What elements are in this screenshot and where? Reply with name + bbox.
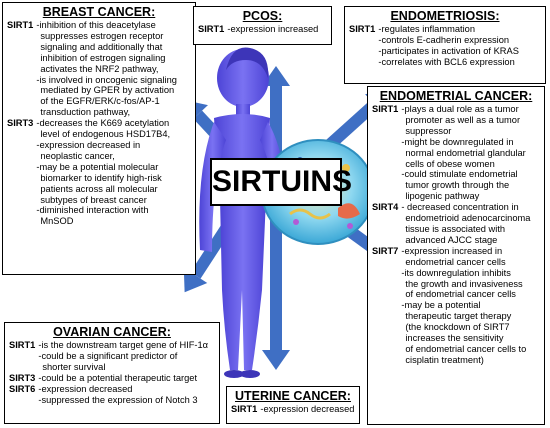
finding-text: -might be downregulated in <box>401 136 514 147</box>
sirtuin-label: SIRT1 <box>198 24 225 34</box>
sirtuin-label: SIRT4 <box>372 202 399 213</box>
finding-text: the growth and invasiveness <box>405 278 523 289</box>
sirtuin-entry: SIRT6-expression decreased-suppressed th… <box>9 384 215 406</box>
finding-text: -regulates inflammation <box>378 24 475 34</box>
finding-text: tumor growth through the <box>405 180 510 191</box>
finding-text: -is the downstream target gene of HIF-1α <box>38 340 209 350</box>
finding-text: neoplastic cancer, <box>40 150 115 161</box>
sirtuin-label: SIRT7 <box>372 245 399 256</box>
sirtuin-entry: SIRT1-regulates inflammation-controls E-… <box>349 24 541 68</box>
finding-text: -expression increased <box>227 24 319 34</box>
finding-text: -correlates with BCL6 expression <box>378 56 515 67</box>
sirtuin-label: SIRT6 <box>9 383 36 394</box>
pcos-title: PCOS: <box>242 9 283 23</box>
sirtuin-label: SIRT1 <box>349 24 376 34</box>
finding-text: -diminished interaction with <box>36 205 149 216</box>
finding-text: mediated by GPER by activation <box>40 85 175 96</box>
sirtuin-label: SIRT3 <box>7 118 34 129</box>
ovarian-cancer-title: OVARIAN CANCER: <box>53 325 171 339</box>
sirtuin-label: SIRT3 <box>9 372 36 383</box>
finding-text: tissue is associated with <box>405 223 506 234</box>
finding-text: -inhibition of this deacetylase <box>36 20 156 30</box>
finding-text: -decreases the K669 acetylation <box>36 118 170 129</box>
finding-text: patients across all molecular <box>40 183 158 194</box>
sirtuin-label: SIRT1 <box>231 404 258 414</box>
finding-text: -could be a potential therapeutic target <box>38 372 198 383</box>
sirtuin-label: SIRT1 <box>9 340 36 350</box>
finding-text: normal endometrial glandular <box>405 147 526 158</box>
finding-text: endometrial cancer cells <box>405 256 506 267</box>
finding-text: therapeutic target therapy <box>405 311 512 322</box>
finding-text: suppresses estrogen receptor <box>40 30 164 41</box>
finding-text: -expression decreased <box>38 383 133 394</box>
finding-text: endometrioid adenocarcinoma <box>405 213 531 224</box>
finding-text: transduction pathway, <box>40 107 131 118</box>
endometriosis-title: ENDOMETRIOSIS: <box>390 9 500 23</box>
endometrial-cancer-panel: ENDOMETRIAL CANCER:SIRT1-plays a dual ro… <box>367 86 545 425</box>
sirtuin-label: SIRT1 <box>372 104 399 114</box>
finding-text: -may be a potential molecular <box>36 161 159 172</box>
sirtuin-entry: SIRT1-expression decreased <box>231 404 355 415</box>
finding-text: signaling and additionally that <box>40 41 163 52</box>
finding-text: cells of obese women <box>405 158 495 169</box>
sirtuin-label: SIRT1 <box>7 20 34 30</box>
sirtuin-entry: SIRT1-is the downstream target gene of H… <box>9 340 215 373</box>
finding-text: (the knockdown of SIRT7 <box>405 322 510 333</box>
finding-text: -could be a significant predictor of <box>38 350 178 361</box>
finding-text: -expression decreased in <box>36 139 141 150</box>
finding-text: - decreased concentration in <box>401 202 519 213</box>
finding-text: increases the sensitivity <box>405 333 504 344</box>
finding-text: -controls E-cadherin expression <box>378 34 510 45</box>
breast-cancer-title: BREAST CANCER: <box>42 5 156 19</box>
finding-text: -could stimulate endometrial <box>401 169 518 180</box>
finding-text: level of endogenous HSD17B4, <box>40 129 171 140</box>
breast-cancer-panel: BREAST CANCER:SIRT1-inhibition of this d… <box>2 2 196 275</box>
finding-text: subtypes of breast cancer <box>40 194 147 205</box>
finding-text: of the EGFR/ERK/c-fos/AP-1 <box>40 96 160 107</box>
finding-text: MnSOD <box>40 216 74 227</box>
endometriosis-panel: ENDOMETRIOSIS:SIRT1-regulates inflammati… <box>344 6 546 84</box>
finding-text: of endometrial cancer cells <box>405 289 516 300</box>
finding-text: -plays a dual role as a tumor <box>401 104 519 114</box>
finding-text: -expression increased in <box>401 245 503 256</box>
finding-text: biomarker to identify high-risk <box>40 172 162 183</box>
finding-text: -participates in activation of KRAS <box>378 45 519 56</box>
ovarian-cancer-panel: OVARIAN CANCER:SIRT1-is the downstream t… <box>4 322 220 424</box>
finding-text: -its downregulation inhibits <box>401 267 511 278</box>
finding-text: of endometrial cancer cells to <box>405 343 527 354</box>
finding-text: -suppressed the expression of Notch 3 <box>38 394 198 405</box>
pcos-panel: PCOS:SIRT1-expression increased <box>193 6 332 45</box>
finding-text: cisplatin treatment) <box>405 354 484 365</box>
finding-text: lipogenic pathway <box>405 191 480 202</box>
finding-text: -expression decreased <box>260 404 355 414</box>
sirtuin-entry: SIRT1-expression increased <box>198 24 327 35</box>
finding-text: promoter as well as a tumor <box>405 114 521 125</box>
finding-text: -may be a potential <box>401 300 481 311</box>
uterine-cancer-panel: UTERINE CANCER:SIRT1-expression decrease… <box>226 386 360 424</box>
finding-text: inhibition of estrogen signaling <box>40 52 166 63</box>
uterine-cancer-title: UTERINE CANCER: <box>235 389 351 403</box>
sirtuins-title: SIRTUINS <box>210 158 352 206</box>
finding-text: advanced AJCC stage <box>405 234 498 245</box>
endometrial-cancer-title: ENDOMETRIAL CANCER: <box>379 89 533 103</box>
finding-text: shorter survival <box>42 361 106 372</box>
arrow-to-uterine-cancer <box>262 210 290 370</box>
finding-text: activates the NRF2 pathway, <box>40 63 159 74</box>
sirtuin-entry: SIRT3-could be a potential therapeutic t… <box>9 373 215 384</box>
finding-text: suppressor <box>405 125 452 136</box>
finding-text: -is involved in oncogenic signaling <box>36 74 177 85</box>
